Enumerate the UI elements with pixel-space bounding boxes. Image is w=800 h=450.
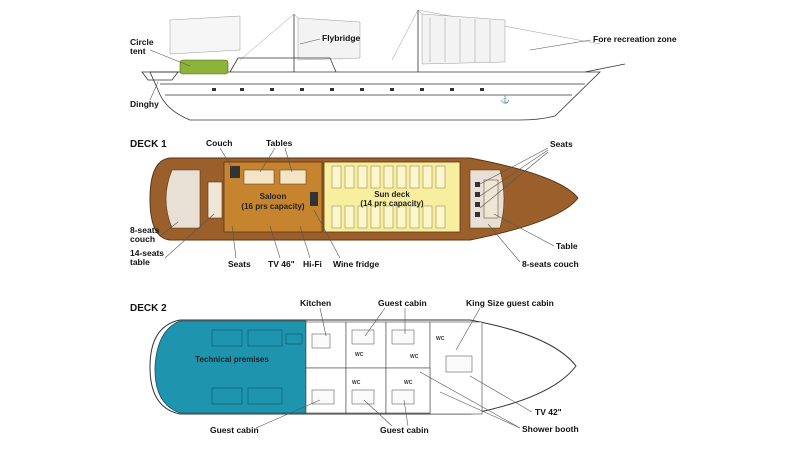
cabins: [305, 321, 483, 415]
dinghy: [141, 71, 179, 81]
label-tv42: TV 42": [535, 407, 562, 417]
sun-deck-name: Sun deck: [374, 190, 410, 199]
deck2-title: DECK 2: [130, 303, 167, 314]
aft-table: [207, 181, 223, 219]
label-14-seats-table-1: 14-seats: [130, 248, 164, 258]
hull: [149, 71, 601, 121]
wc-label-4: WC: [352, 380, 361, 386]
circle-tent: [179, 59, 229, 75]
beds: [311, 329, 473, 405]
label-kitchen: Kitchen: [300, 298, 331, 308]
label-8-seats-couch-right: 8-seats couch: [522, 259, 579, 269]
wc-label-2: WC: [410, 354, 419, 360]
label-guest-cabin-bottom-mid: Guest cabin: [380, 425, 429, 435]
wc-label-3: WC: [436, 336, 445, 342]
technical-premises-label: Technical premises: [195, 355, 269, 364]
aft-couch: [165, 169, 201, 229]
label-shower-booth: Shower booth: [522, 424, 579, 434]
sunbeds: [331, 165, 446, 229]
label-dinghy: Dinghy: [130, 99, 159, 109]
saloon-name: Saloon: [260, 192, 287, 201]
superstructure: [229, 57, 337, 73]
label-fore-recreation-zone: Fore recreation zone: [593, 34, 677, 44]
label-flybridge: Flybridge: [322, 33, 361, 43]
label-king-size-guest-cabin: King Size guest cabin: [466, 298, 554, 308]
saloon-capacity: (16 prs capacity): [241, 202, 304, 211]
label-table: Table: [556, 241, 578, 251]
label-hifi: Hi-Fi: [303, 259, 322, 269]
label-guest-cabin-top: Guest cabin: [378, 298, 427, 308]
label-14-seats-table-2: table: [130, 257, 150, 267]
wc-label-5: WC: [404, 380, 413, 386]
label-8-seats-couch-2: couch: [130, 234, 155, 244]
label-tv46: TV 46": [268, 259, 295, 269]
label-seats: Seats: [228, 259, 251, 269]
label-couch: Couch: [206, 138, 232, 148]
bowsprit: [584, 63, 626, 73]
deck2-view: DECK 2 Technical premises: [130, 298, 579, 435]
profile-view: ⚓ Circle tent Flybridge Fore recreation …: [130, 9, 677, 121]
label-circle-tent-1: Circle: [130, 37, 154, 47]
label-seats-fore: Seats: [550, 139, 573, 149]
label-wine-fridge: Wine fridge: [333, 259, 379, 269]
anchor-icon: ⚓: [500, 94, 510, 104]
sun-deck-capacity: (14 prs capacity): [360, 199, 423, 208]
label-tables: Tables: [266, 138, 293, 148]
technical-premises: [154, 320, 307, 414]
label-8-seats-couch-1: 8-seats: [130, 225, 160, 235]
deck1-title: DECK 1: [130, 139, 167, 150]
portholes: [212, 88, 484, 91]
deck1-view: DECK 1 Saloon (16 prs capacity) Sun deck: [130, 138, 579, 269]
label-circle-tent-2: tent: [130, 46, 146, 56]
wc-label-1: WC: [355, 352, 364, 358]
label-guest-cabin-bottom-left: Guest cabin: [210, 425, 259, 435]
rigging: [169, 9, 601, 65]
